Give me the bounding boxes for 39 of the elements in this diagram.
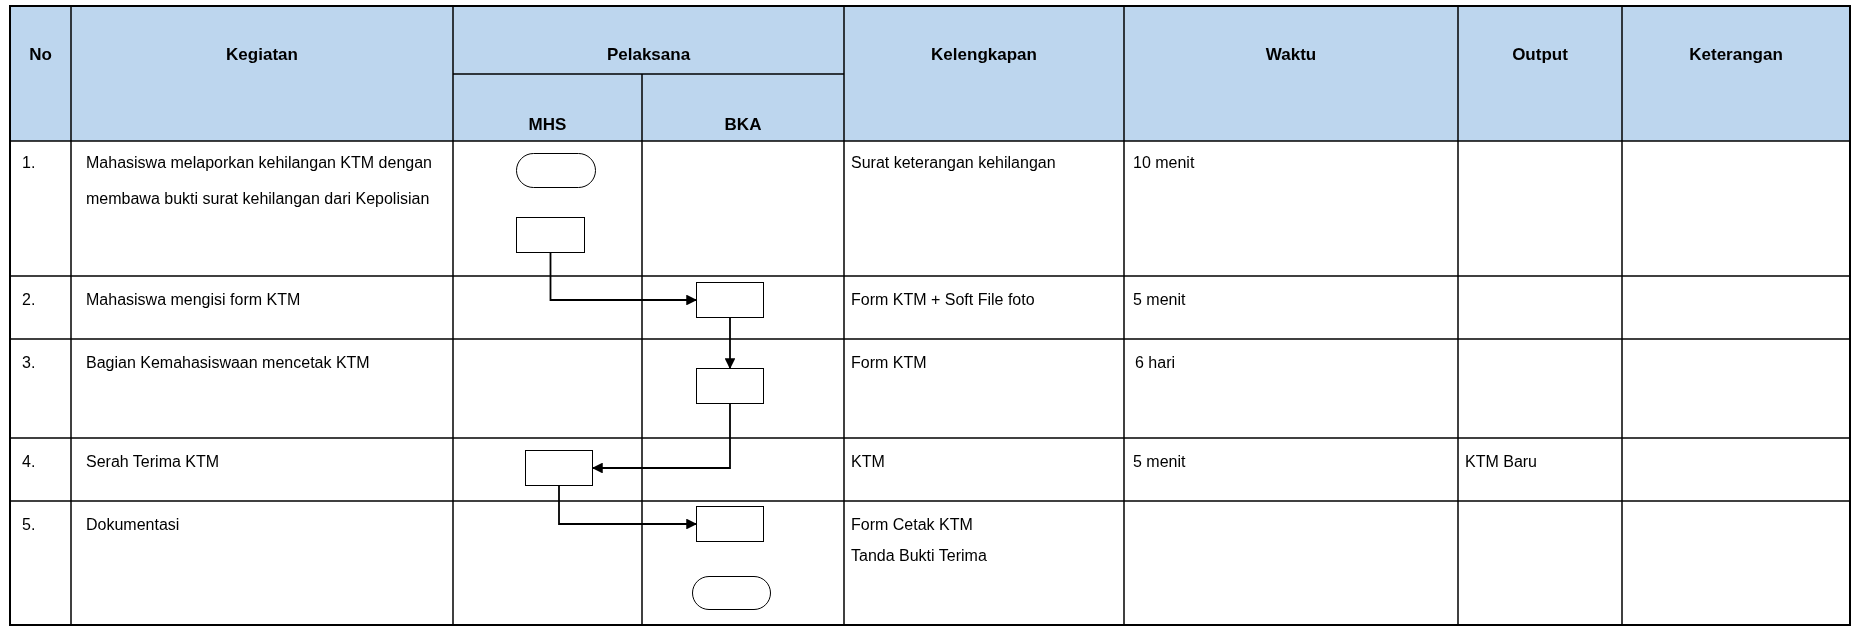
activity-text: Bagian Kemahasiswaan mencetak KTM <box>86 353 371 373</box>
row-number: 2. <box>22 290 37 310</box>
requirement-text: Form Cetak KTM <box>851 515 974 535</box>
row-number: 5. <box>22 515 37 535</box>
activity-text: Serah Terima KTM <box>86 452 221 472</box>
column-header: Pelaksana <box>605 44 692 66</box>
activity-text: Mahasiswa mengisi form KTM <box>86 290 302 310</box>
column-header: No <box>28 44 53 66</box>
requirement-text: Form KTM + Soft File foto <box>851 290 1036 310</box>
column-header: MHS <box>527 114 568 136</box>
activity-text: Mahasiswa melaporkan kehilangan KTM dengan membawa bukti surat kehilangan dari Kepolisian <box>86 153 433 209</box>
column-header: Waktu <box>1264 44 1318 66</box>
process-box <box>696 282 764 318</box>
activity-text: Dokumentasi <box>86 515 181 535</box>
duration-text: 5 menit <box>1133 452 1187 472</box>
row-number: 4. <box>22 452 37 472</box>
arrow <box>724 317 736 370</box>
column-header: Output <box>1511 44 1569 66</box>
column-header: Kelengkapan <box>930 44 1038 66</box>
duration-text: 5 menit <box>1133 290 1187 310</box>
process-box <box>516 217 585 253</box>
arrow <box>558 485 698 530</box>
column-header: Kegiatan <box>225 44 299 66</box>
arrow <box>591 403 731 474</box>
process-box <box>525 450 593 486</box>
requirement-text: Form KTM <box>851 353 928 373</box>
process-box <box>696 368 764 404</box>
requirement-text: KTM <box>851 452 886 472</box>
column-header: BKA <box>723 114 763 136</box>
requirement-text: Tanda Bukti Terima <box>851 546 988 566</box>
process-box <box>696 506 764 542</box>
row-number: 3. <box>22 353 37 373</box>
duration-text: 10 menit <box>1133 153 1196 173</box>
requirement-text: Surat keterangan kehilangan <box>851 153 1057 173</box>
duration-text: 6 hari <box>1135 353 1177 373</box>
output-text: KTM Baru <box>1465 452 1538 472</box>
arrow <box>549 252 698 306</box>
column-header: Keterangan <box>1688 44 1784 66</box>
row-number: 1. <box>22 153 37 173</box>
